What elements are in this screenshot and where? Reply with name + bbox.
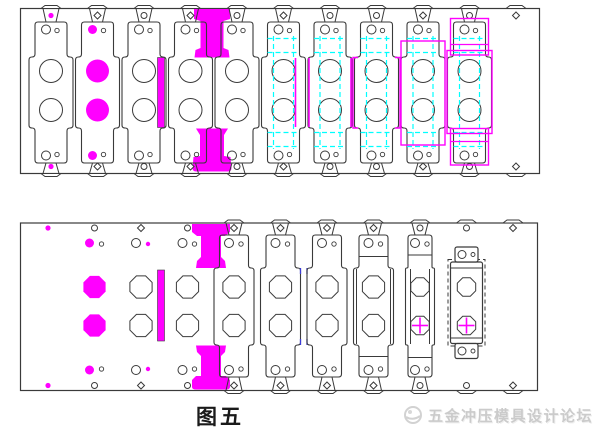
top-strip-station-2 (74, 5, 121, 177)
figure-caption: 图五 (196, 405, 244, 429)
watermark-text: 五金冲压模具设计论坛 (428, 407, 594, 425)
strip-layout-drawing (19, 5, 541, 394)
top-strip-station-4 (167, 5, 214, 177)
top-strip-station-6 (260, 5, 307, 177)
bottom-strip-station-4 (175, 224, 200, 389)
forum-logo-icon (402, 404, 424, 426)
bottom-strip-station-7 (306, 219, 348, 394)
top-strip-end-pilot (504, 5, 528, 177)
bottom-strip-end-pilot (501, 219, 525, 394)
top-strip-station-5 (214, 5, 260, 177)
top-strip-station-9 (400, 5, 446, 177)
top-strip-station-7 (307, 5, 353, 177)
top-strip-station-1 (28, 5, 74, 177)
watermark: 五金冲压模具设计论坛 (402, 404, 593, 426)
bottom-strip-station-6 (259, 219, 308, 394)
top-strip (19, 5, 541, 177)
bottom-strip-station-9 (404, 219, 436, 394)
bottom-strip-station-2 (83, 224, 106, 389)
bottom-strip-station-5 (213, 219, 255, 394)
bottom-strip (19, 219, 539, 394)
bottom-strip-station-1 (45, 225, 51, 389)
bottom-strip-station-8 (352, 219, 395, 394)
top-strip-station-10 (446, 5, 493, 177)
top-strip-station-8 (352, 5, 401, 177)
bottom-strip-station-3 (129, 223, 165, 390)
bottom-strip-station-10 (447, 219, 486, 394)
top-strip-station-3 (121, 5, 167, 177)
